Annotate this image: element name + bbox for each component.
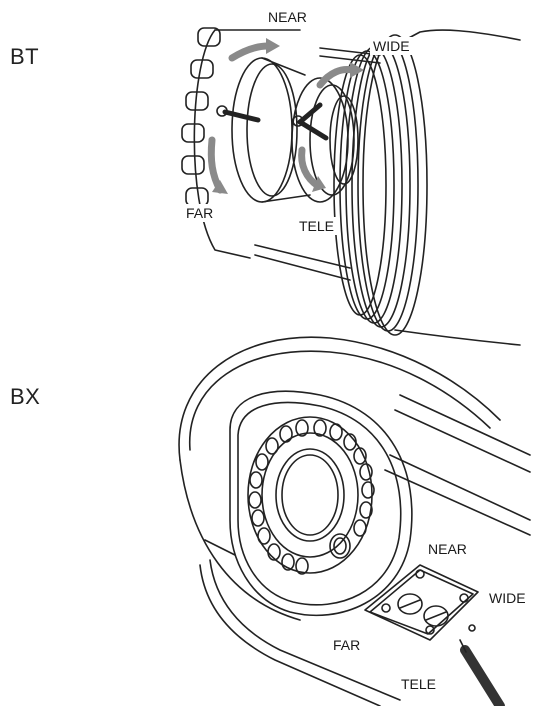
bx-wide-label: WIDE (486, 589, 529, 607)
bt-tele-label: TELE (296, 217, 338, 235)
section-label-bx: BX (10, 384, 41, 409)
bt-wide-label: WIDE (370, 37, 413, 55)
section-label-bt: BT (10, 44, 40, 69)
bx-near-label: NEAR (425, 540, 470, 558)
bx-far-label: FAR (330, 636, 364, 654)
bt-near-label: NEAR (265, 8, 310, 26)
bt-far-label: FAR (183, 204, 217, 222)
bx-tele-label: TELE (398, 675, 440, 693)
